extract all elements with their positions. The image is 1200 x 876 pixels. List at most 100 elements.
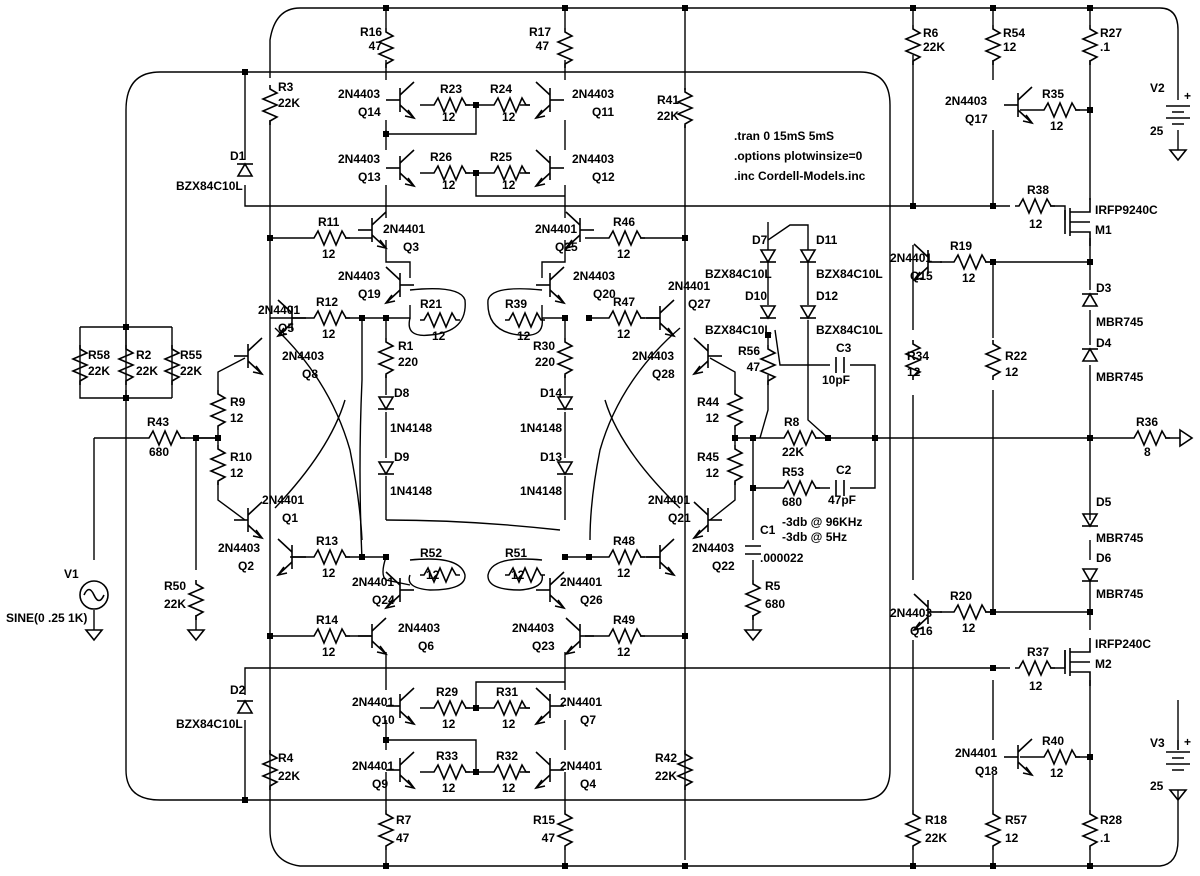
diode-d11-label: D11 [816, 233, 838, 247]
transistor-q18-label: Q18 [975, 764, 998, 778]
diode-d1-value: BZX84C10L [176, 179, 243, 193]
directive-options: .options plotwinsize=0 [734, 149, 863, 163]
resistor-r19-label: R19 [950, 239, 972, 253]
transistor-q20-label: Q20 [593, 287, 616, 301]
resistor-r22-value: 12 [1005, 365, 1019, 379]
transistor-q20-model: 2N4403 [573, 269, 615, 283]
resistor-r28-label: R28 [1100, 813, 1122, 827]
capacitor-c2-value: 47pF [828, 493, 856, 507]
transistor-q9-model: 2N4401 [352, 759, 394, 773]
mosfet-m2-label: M2 [1095, 657, 1112, 671]
transistor-q18-model: 2N4401 [955, 746, 997, 760]
battery-v2-label: V2 [1150, 81, 1165, 95]
diode-d2-label: D2 [230, 683, 246, 697]
note-96khz: -3db @ 96KHz [782, 515, 862, 529]
resistor-r1-value: 220 [398, 355, 418, 369]
battery-v2-value: 25 [1150, 124, 1164, 138]
resistor-r48-value: 12 [617, 566, 631, 580]
resistor-r10-value: 12 [230, 466, 244, 480]
diode-d3-label: D3 [1096, 281, 1112, 295]
transistor-q3-label: Q3 [403, 240, 419, 254]
transistor-q19-model: 2N4403 [338, 269, 380, 283]
resistor-r57-label: R57 [1005, 813, 1027, 827]
transistor-q17-model: 2N4403 [945, 94, 987, 108]
transistor-q22-label: Q22 [712, 559, 735, 573]
transistor-q26-label: Q26 [580, 593, 603, 607]
capacitor-c3-label: C3 [836, 341, 852, 355]
resistor-r31-label: R31 [496, 685, 518, 699]
diode-d5-label: D5 [1096, 495, 1112, 509]
resistor-r10-label: R10 [230, 450, 252, 464]
capacitor-c1-value: .000022 [760, 551, 804, 565]
resistor-r57-value: 12 [1005, 831, 1019, 845]
battery-v3-label: V3 [1150, 736, 1165, 750]
transistor-q10-label: Q10 [372, 713, 395, 727]
battery-v3-plus-sign: + [1184, 735, 1191, 749]
diode-d6-label: D6 [1096, 551, 1112, 565]
resistor-r21-value: 12 [432, 329, 446, 343]
resistor-r32-value: 12 [502, 781, 516, 795]
diode-d9-label: D9 [394, 450, 410, 464]
transistor-q6-model: 2N4403 [398, 621, 440, 635]
transistor-q1-model: 2N4401 [262, 493, 304, 507]
transistor-q7-label: Q7 [580, 713, 596, 727]
resistor-r58-label: R58 [88, 348, 110, 362]
resistor-r43-label: R43 [147, 415, 169, 429]
resistor-r25-value: 12 [502, 178, 516, 192]
diode-d9-value: 1N4148 [390, 484, 432, 498]
diode-d8-value: 1N4148 [390, 421, 432, 435]
diode-d12-label: D12 [816, 289, 838, 303]
diode-d9: D9 1N4148 [377, 450, 432, 498]
ground-symbol-battery-2 [1168, 789, 1188, 802]
resistor-r11-value: 12 [322, 247, 336, 261]
diode-d1-label: D1 [230, 149, 246, 163]
battery-v3: + V3 25 [1150, 735, 1191, 793]
transistor-q24-label: Q24 [372, 593, 395, 607]
resistor-r12-value: 12 [322, 327, 336, 341]
resistor-r26-value: 12 [442, 178, 456, 192]
resistor-r27: R27.1 [1080, 25, 1122, 65]
transistor-q12-model: 2N4403 [572, 152, 614, 166]
directive-include: .inc Cordell-Models.inc [734, 169, 866, 183]
transistor-q21-label: Q21 [668, 511, 691, 525]
diode-d10-label: D10 [745, 289, 767, 303]
spice-directives: .tran 0 15mS 5mS .options plotwinsize=0 … [734, 129, 866, 544]
resistor-r47-label: R47 [613, 295, 635, 309]
battery-v3-value: 25 [1150, 779, 1164, 793]
